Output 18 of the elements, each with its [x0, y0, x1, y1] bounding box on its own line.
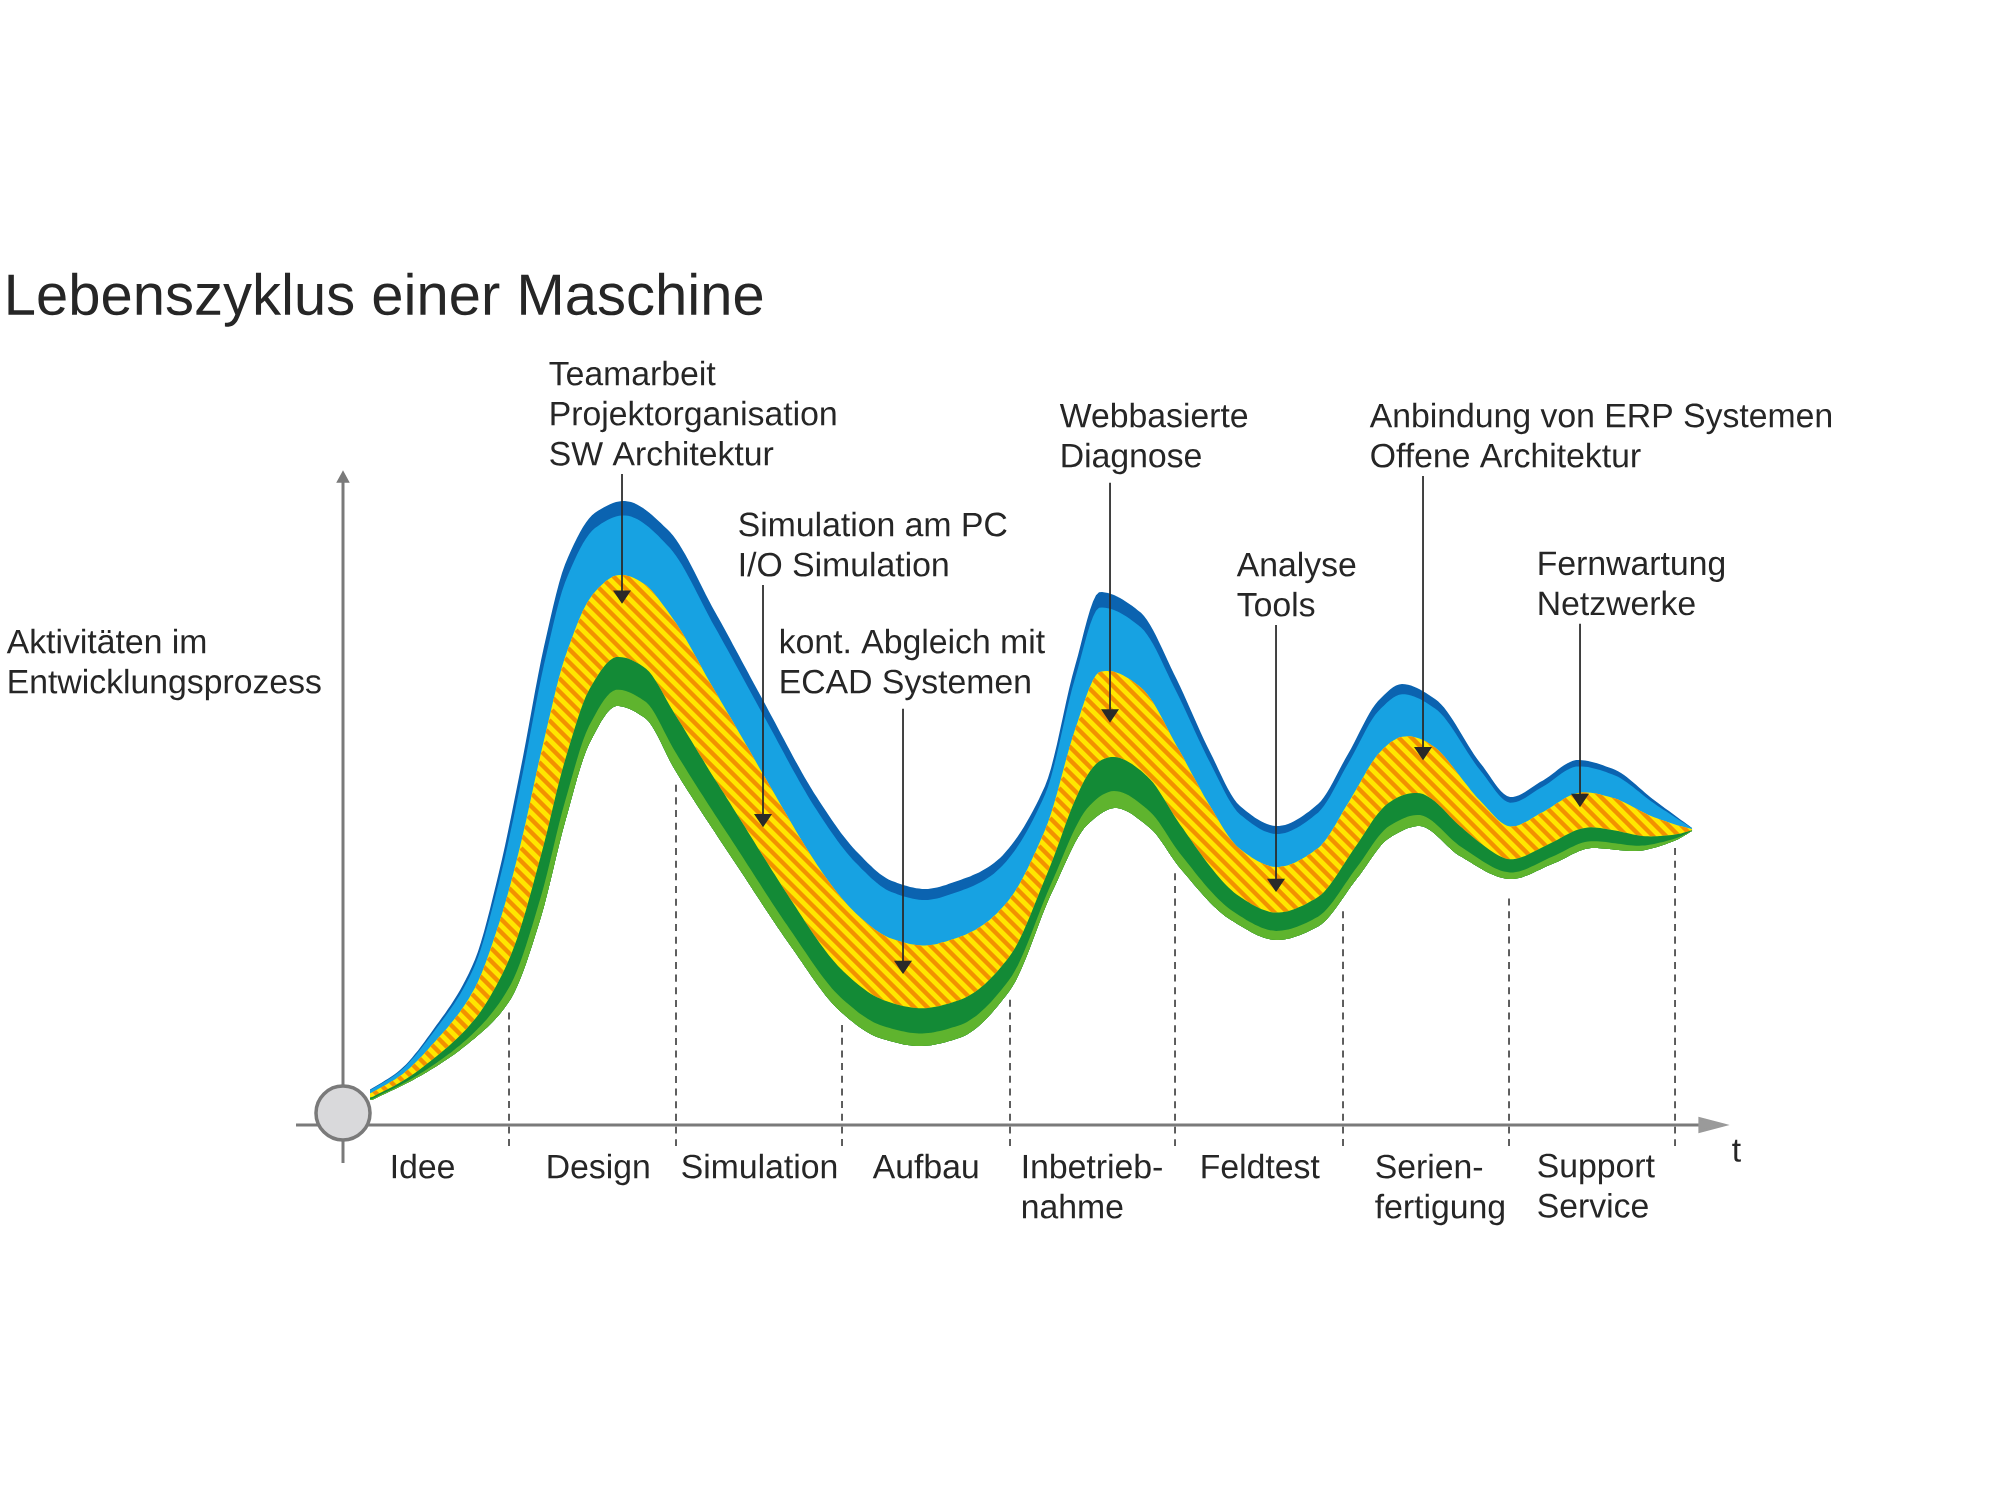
title: Lebenszyklus einer Maschine [8, 272, 763, 327]
annotation-text: Anbindung von ERP Systemen Offene Architektur [1369, 402, 1831, 468]
annotation-text: Teamarbeit Projektorganisation SW Architektur [549, 360, 836, 466]
annotation-text: Simulation am PC I/O Simulation [739, 511, 1007, 577]
phase-label: Inbetrieb- nahme [1023, 1153, 1162, 1219]
phase-label: Feldtest [1202, 1153, 1320, 1179]
phase-label: Idee [392, 1153, 454, 1179]
axis-label: t [1732, 1139, 1741, 1162]
phase-label: Support Service [1538, 1153, 1655, 1218]
annotation-text: Analyse Tools [1236, 551, 1356, 617]
phase-label: Simulation [682, 1153, 837, 1179]
axis-label: Aktivitäten im Entwicklungsprozess [6, 628, 321, 701]
phase-label: Serien- fertigung [1375, 1153, 1504, 1226]
phase-label: Aufbau [872, 1153, 978, 1179]
annotation-text: Fernwartung Netzwerke [1539, 551, 1725, 616]
annotation-text: kont. Abgleich mit ECAD Systemen [781, 628, 1045, 701]
phase-label: Design [548, 1153, 649, 1186]
annotation-text: Webbasierte Diagnose [1059, 402, 1248, 475]
